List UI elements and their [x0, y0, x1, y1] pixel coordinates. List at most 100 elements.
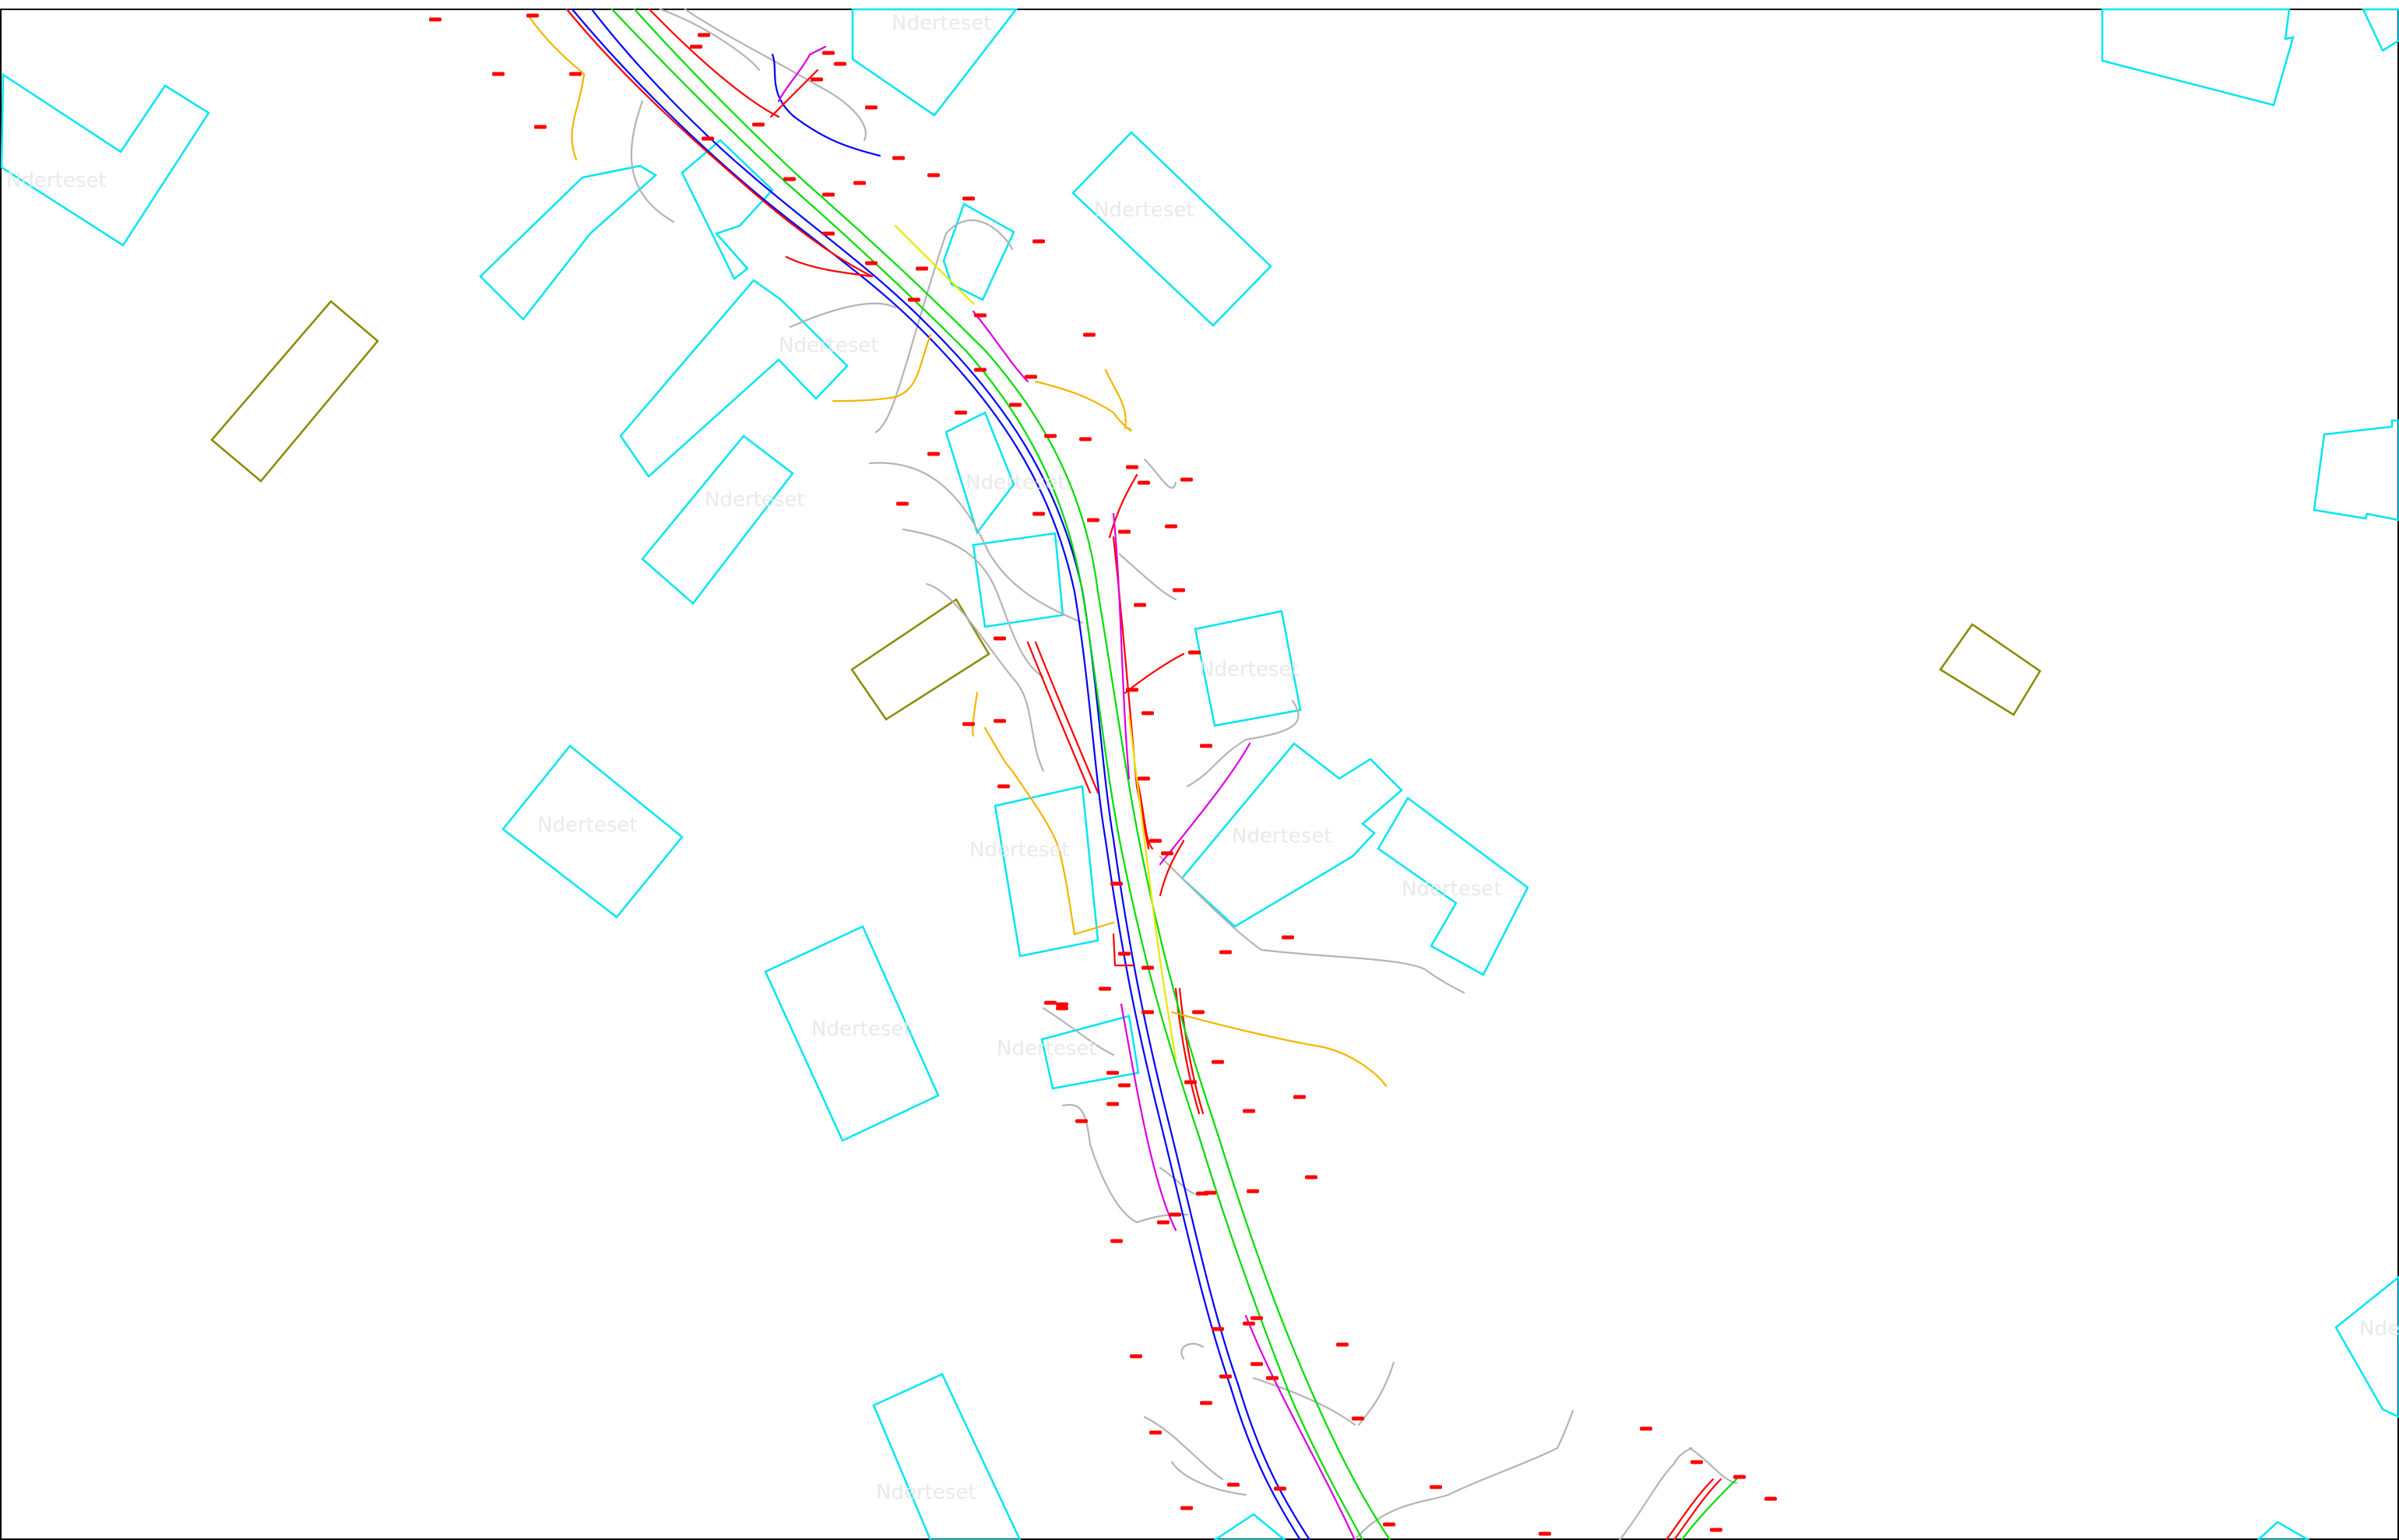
terrain-line [659, 8, 761, 72]
building-outline [0, 72, 210, 247]
red-point-icon [1161, 851, 1173, 856]
building-outline [994, 785, 1099, 958]
survey-point [1118, 1083, 1131, 1088]
utility-line-magenta [1112, 512, 1131, 780]
survey-point [1157, 1220, 1170, 1225]
utility-line-magenta [1120, 1003, 1177, 1232]
red-point-icon [1710, 1528, 1722, 1532]
survey-point [1200, 744, 1212, 748]
red-point-icon [1200, 1401, 1212, 1405]
utility-line-green [1081, 590, 1364, 1540]
building-outline [2334, 1275, 2399, 1419]
building-outline [681, 139, 774, 280]
survey-point [1169, 1212, 1181, 1217]
survey-point [1180, 477, 1193, 482]
terrain-line [1353, 1409, 1574, 1540]
survey-point [1161, 851, 1173, 856]
red-point-icon [927, 173, 940, 178]
red-point-icon [892, 156, 905, 160]
red-point-icon [1212, 1060, 1224, 1064]
red-point-icon [974, 313, 987, 318]
survey-point [1032, 239, 1045, 244]
red-point-icon [698, 33, 710, 37]
red-point-icon [865, 105, 878, 110]
red-point-icon [702, 136, 714, 141]
survey-point [702, 136, 714, 141]
red-point-icon [1118, 1083, 1131, 1088]
utility-line-red [785, 255, 874, 278]
building-outline [501, 744, 684, 919]
survey-point [1126, 687, 1138, 692]
red-point-icon [916, 266, 928, 271]
survey-point [429, 17, 441, 22]
red-point-icon [994, 636, 1006, 641]
red-point-icon [1110, 881, 1123, 886]
red-point-icon [429, 17, 441, 22]
red-point-icon [1087, 518, 1099, 522]
building-outline [1040, 1014, 1140, 1090]
red-point-icon [908, 297, 920, 302]
survey-point [1075, 1119, 1088, 1123]
red-point-icon [1282, 935, 1294, 940]
utility-line-orange [528, 16, 586, 161]
red-point-icon [1219, 1374, 1232, 1379]
building-label: Nderteset [811, 1018, 912, 1041]
building-outline [764, 925, 940, 1142]
utility-line-yellow [894, 224, 975, 305]
survey-point [822, 51, 835, 55]
utility-line-green [610, 8, 1084, 593]
utility-line-red [1026, 641, 1092, 794]
red-point-icon [822, 192, 835, 197]
survey-point [526, 13, 539, 18]
red-point-icon [1251, 1316, 1263, 1320]
survey-point [1118, 951, 1131, 956]
survey-point [896, 501, 909, 506]
red-point-icon [569, 72, 582, 76]
survey-point [1056, 1006, 1068, 1011]
survey-point [1188, 650, 1201, 655]
survey-point [1149, 839, 1162, 843]
building-label: Nderteset [779, 334, 879, 357]
utility-line-red [648, 8, 819, 118]
survey-point [1130, 1354, 1142, 1359]
red-point-icon [1247, 1189, 1259, 1194]
survey-point [1690, 1460, 1703, 1464]
terrain-line [1170, 1461, 1247, 1496]
red-point-icon [1180, 1506, 1193, 1510]
survey-point [1219, 950, 1232, 955]
survey-point [1305, 1175, 1317, 1180]
terrain-line [1143, 458, 1177, 489]
red-point-icon [865, 261, 878, 265]
terrain-line [902, 528, 1045, 679]
red-point-icon [1188, 650, 1201, 655]
building-label: Nderteset [2359, 1317, 2399, 1341]
terrain-line [868, 462, 1084, 624]
building-labels-layer: Nderteset Nderteset Nderteset Nderteset … [6, 12, 2399, 1504]
survey-point [811, 77, 823, 82]
terrain-line [1061, 1104, 1189, 1224]
terrain-line [925, 582, 1045, 772]
terrain-line [1180, 1342, 1205, 1360]
survey-point [1212, 1060, 1224, 1064]
survey-point [1733, 1475, 1746, 1479]
utility-line-green [1680, 1478, 1738, 1540]
red-point-icon [853, 181, 866, 185]
utility-line-magenta [1244, 1314, 1356, 1540]
survey-point [994, 636, 1006, 641]
utility-line-red [1178, 987, 1205, 1115]
survey-point [853, 181, 866, 185]
survey-point [822, 192, 835, 197]
utility-line-green [633, 8, 1391, 1540]
building-outline [944, 411, 1015, 535]
red-point-icon [1134, 603, 1146, 607]
terrain-line [1042, 1007, 1115, 1057]
terrain-line [1688, 1447, 1738, 1485]
red-point-icon [1044, 1000, 1057, 1005]
survey-point [1539, 1531, 1551, 1536]
utility-line-blue [590, 8, 1311, 1540]
building-outline-secondary [1939, 623, 2042, 716]
red-point-icon [1204, 1190, 1216, 1195]
red-point-icon [1227, 1482, 1240, 1487]
building-outline [619, 279, 849, 478]
survey-point [1009, 403, 1022, 407]
